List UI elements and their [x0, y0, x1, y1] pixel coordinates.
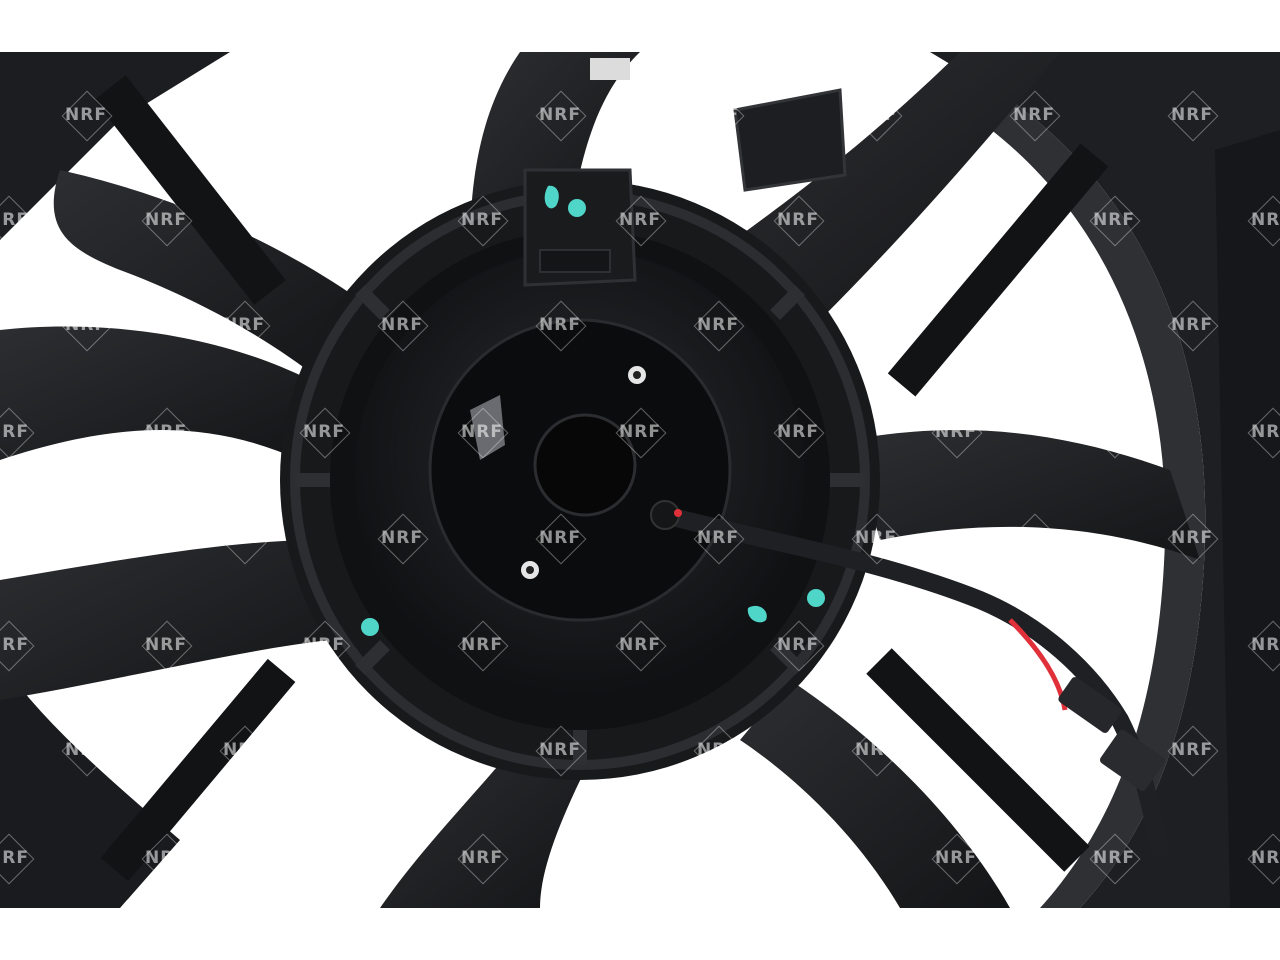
- motor-hub: [280, 180, 880, 780]
- motor-cable: [650, 500, 1169, 859]
- product-photo: NRFNRFNRFNRFNRFNRFNRFNRFNRFNRFNRFNRFNRFN…: [0, 52, 1280, 908]
- radiator-fan-image: [0, 52, 1280, 908]
- retainer-clips: [361, 185, 825, 636]
- fan-blades: [0, 52, 1200, 908]
- hub-spokes: [94, 75, 1109, 882]
